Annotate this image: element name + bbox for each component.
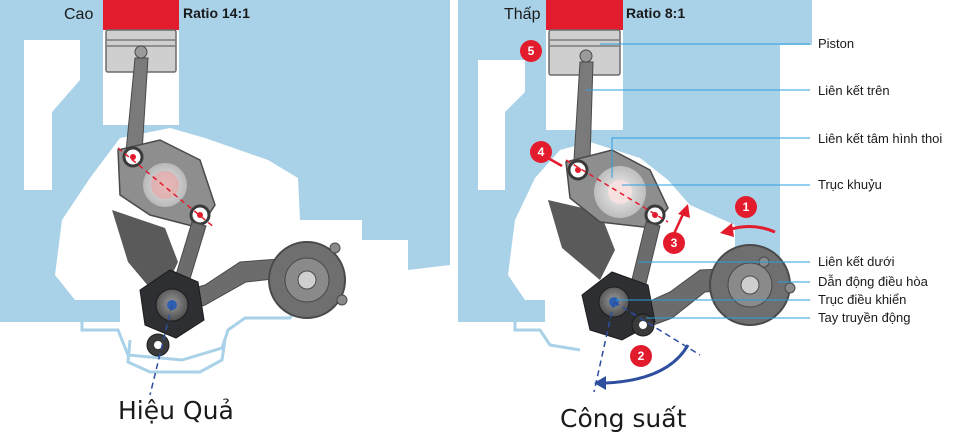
badge-1: 1 [735, 196, 757, 218]
right-caption: Công suất [560, 404, 687, 433]
motion-arrow-4 [547, 156, 563, 168]
left-ratio-label: Ratio 14:1 [183, 5, 250, 21]
label-rhombic-link: Liên kết tâm hình thoi [818, 131, 942, 146]
left-engine [0, 0, 450, 396]
svg-text:4: 4 [538, 145, 545, 159]
leader-lines [586, 43, 810, 319]
label-control-shaft: Trục điều khiển [818, 292, 906, 307]
label-crankshaft: Trục khuỷu [818, 177, 882, 192]
left-caption: Hiệu Quả [118, 396, 234, 425]
right-crankcase-outline [513, 312, 581, 352]
right-piston-crown [546, 0, 623, 30]
right-engine [458, 0, 812, 393]
label-upper-link: Liên kết trên [818, 83, 890, 98]
left-oil-pan [126, 339, 227, 374]
left-crankcase-outline [80, 299, 302, 362]
label-actuator-arm: Tay truyền động [818, 310, 911, 325]
badge-2: 2 [630, 345, 652, 367]
rotation-arrow-2 [605, 344, 690, 385]
right-ratio-label: Ratio 8:1 [626, 5, 685, 21]
svg-text:5: 5 [528, 44, 535, 58]
svg-text:2: 2 [638, 349, 645, 363]
svg-text:1: 1 [743, 200, 750, 214]
step-badges: 5 4 3 1 2 [520, 40, 757, 367]
badge-4: 4 [530, 141, 552, 163]
label-harmonic-drive: Dẫn động điều hòa [818, 274, 929, 289]
badge-3: 3 [663, 232, 685, 254]
left-piston-pin [134, 45, 148, 59]
right-corner-label: Thấp [504, 6, 541, 23]
label-lower-link: Liên kết dưới [818, 254, 895, 269]
label-piston: Piston [818, 36, 854, 51]
right-piston-pin [579, 49, 593, 63]
left-piston-crown [103, 0, 179, 30]
left-corner-label: Cao [64, 6, 93, 23]
svg-text:3: 3 [671, 236, 678, 250]
badge-5: 5 [520, 40, 542, 62]
